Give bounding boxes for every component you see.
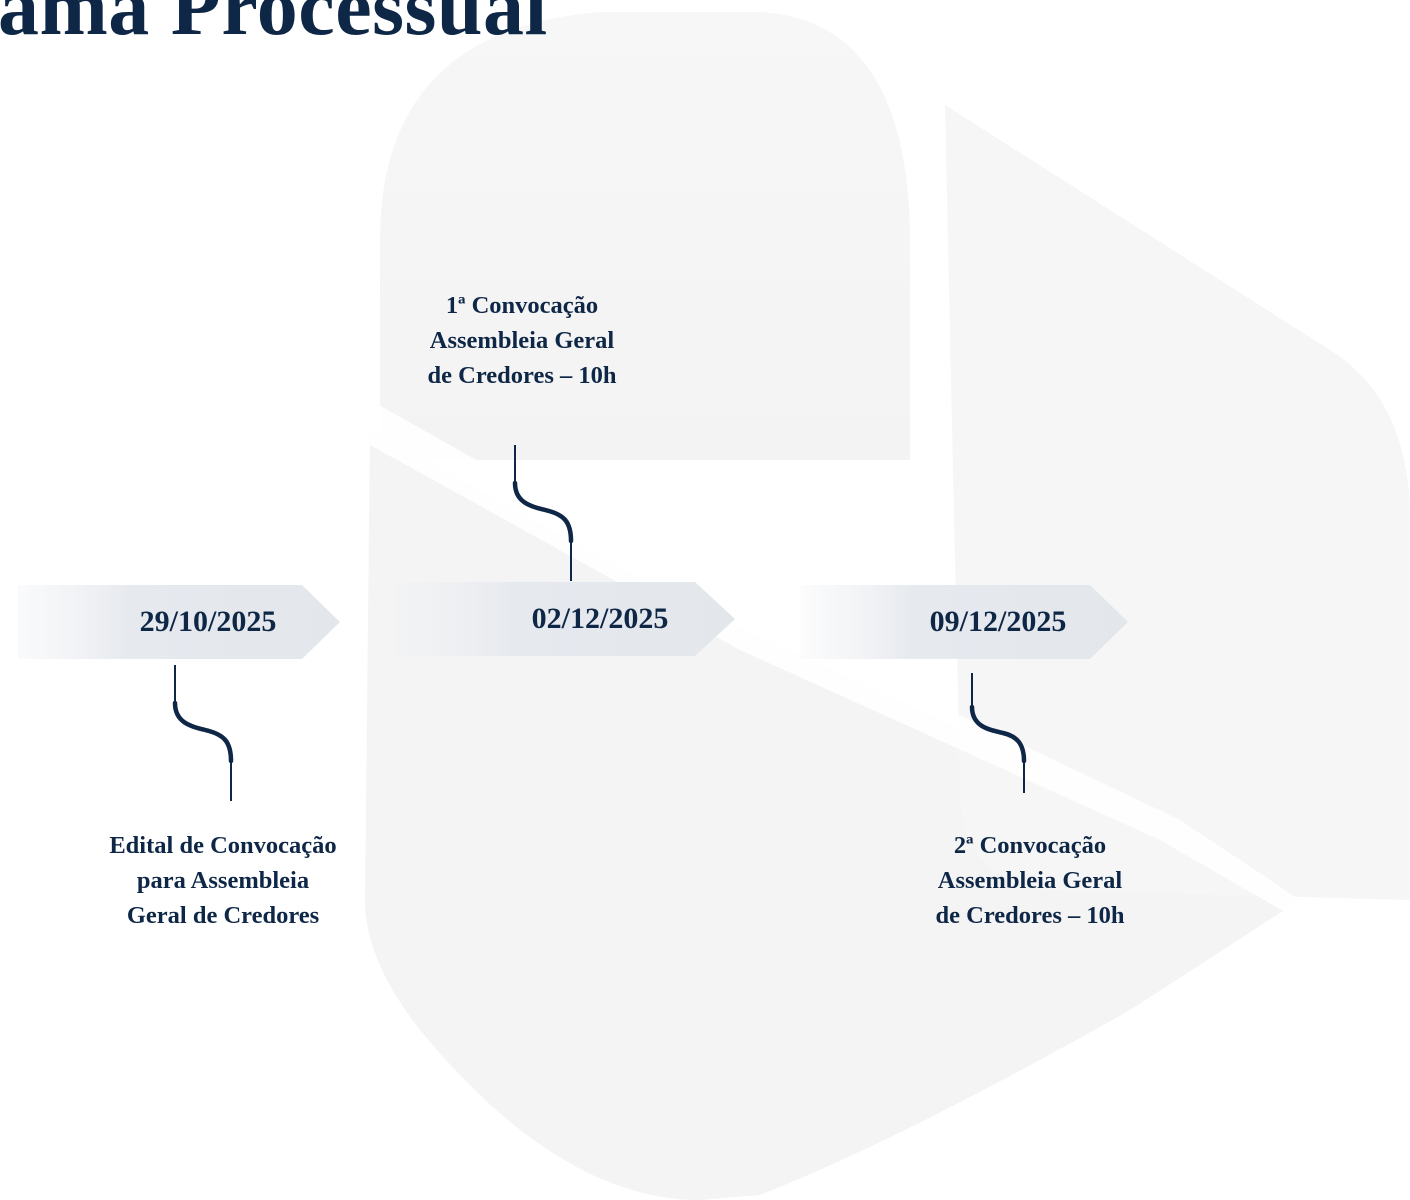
- banner-arrow-shape: [18, 585, 340, 659]
- banner-arrow-shape: [800, 585, 1128, 659]
- connector-line-2: [512, 445, 574, 581]
- event-description-2: 1ª Convocação Assembleia Geral de Credor…: [427, 292, 617, 389]
- banner-arrow-shape: [395, 582, 735, 656]
- date-banner-3: 09/12/2025: [800, 585, 1128, 659]
- date-banner-2: 02/12/2025: [395, 582, 735, 656]
- event-description-1: Edital de Convocação para Assembleia Ger…: [109, 832, 337, 929]
- connector-line-3: [969, 673, 1027, 793]
- page-title: ama Processual: [0, 0, 548, 52]
- connector-line-1: [172, 665, 234, 801]
- date-label-3: 09/12/2025: [929, 605, 1067, 638]
- date-banner-1: 29/10/2025: [18, 585, 340, 659]
- date-label-2: 02/12/2025: [531, 602, 669, 635]
- date-label-1: 29/10/2025: [139, 605, 277, 638]
- event-description-3: 2ª Convocação Assembleia Geral de Credor…: [935, 832, 1125, 929]
